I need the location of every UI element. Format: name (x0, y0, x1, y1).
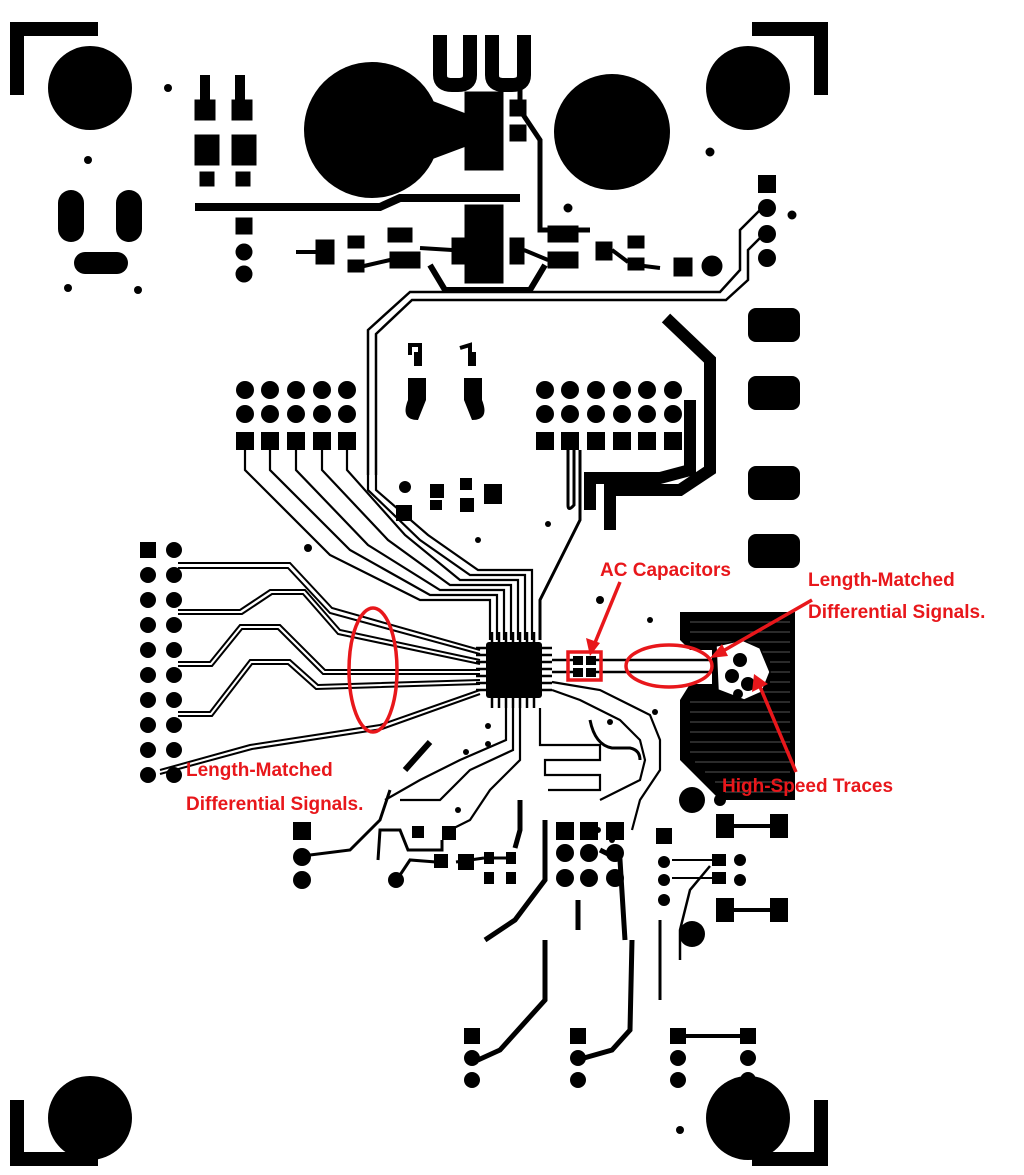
pad (627, 235, 645, 249)
via (563, 203, 573, 213)
via (134, 286, 142, 294)
lower-components (293, 596, 788, 1134)
right-diff-ellipse (624, 643, 714, 689)
trace (485, 35, 531, 92)
via (787, 210, 797, 220)
trace (195, 194, 520, 211)
pad (758, 199, 776, 217)
pad (347, 259, 365, 273)
pad (235, 265, 253, 283)
trace (433, 35, 477, 92)
pad (509, 124, 527, 142)
right-diff-label-line1: Length-Matched (808, 570, 955, 591)
pad (231, 134, 257, 166)
pad (748, 466, 800, 500)
annotation-overlays (347, 581, 813, 773)
ac-capacitor-pads (573, 656, 596, 677)
pad (194, 134, 220, 166)
trace (427, 263, 548, 293)
pad (235, 171, 251, 187)
corner-mark-top-right (752, 22, 828, 95)
corner-mark-bottom-right (752, 1100, 828, 1166)
pad (235, 243, 253, 261)
routing-traces (366, 209, 763, 530)
pad (199, 171, 215, 187)
center-components (304, 352, 551, 552)
pad (673, 257, 693, 277)
pad (447, 117, 465, 141)
arrow-high-speed (756, 681, 798, 773)
pad (451, 237, 467, 265)
pad (116, 190, 142, 242)
pad (758, 225, 776, 243)
trace (296, 246, 661, 270)
trace (200, 75, 245, 100)
top-components (194, 35, 797, 293)
mounting-holes (48, 46, 790, 1160)
pad (74, 252, 128, 274)
via (84, 156, 92, 164)
pad (315, 239, 335, 265)
arrow-ac (590, 581, 622, 651)
high-speed-copper-pour (680, 612, 795, 800)
arrow-right-diff (715, 598, 813, 657)
pad (547, 251, 579, 269)
large-pad (304, 62, 440, 198)
right-header (748, 175, 800, 568)
pad (627, 257, 645, 271)
arrow-heads (586, 638, 768, 692)
left-connector (140, 542, 182, 783)
inductor (464, 91, 504, 171)
left-diff-label-line1: Length-Matched (186, 760, 333, 781)
pad (595, 241, 613, 261)
pad (748, 376, 800, 410)
mounting-hole (48, 46, 132, 130)
via (164, 84, 172, 92)
pad (387, 227, 413, 243)
left-header-grid (236, 381, 356, 450)
large-pad (554, 74, 670, 190)
ac-capacitor-box (566, 650, 603, 682)
pad (231, 99, 253, 121)
mounting-hole (48, 1076, 132, 1160)
pad (758, 249, 776, 267)
left-diff-ellipse (347, 606, 399, 734)
pad (347, 235, 365, 249)
pad (235, 217, 253, 235)
high-speed-traces-label: High-Speed Traces (722, 776, 893, 797)
pad (509, 237, 525, 265)
via (64, 284, 72, 292)
left-diff-label-line2: Differential Signals. (186, 794, 363, 815)
mounting-hole (706, 46, 790, 130)
pad (758, 175, 776, 193)
pad (748, 534, 800, 568)
mounting-hole (706, 1076, 790, 1160)
central-ic (476, 632, 552, 708)
pad (389, 251, 421, 269)
via (705, 147, 715, 157)
pad (194, 99, 216, 121)
right-diff-label-line2: Differential Signals. (808, 602, 985, 623)
right-header-grid (536, 381, 682, 450)
ac-capacitors-label: AC Capacitors (600, 560, 731, 581)
power-jack-pads (58, 84, 172, 294)
pad (701, 255, 723, 277)
pad (748, 308, 800, 342)
corner-mark-top-left (10, 22, 98, 95)
pad (547, 225, 579, 243)
left-differential-pairs (159, 562, 481, 775)
pad (58, 190, 84, 242)
ic-fanout-traces (243, 450, 582, 640)
inductor (464, 204, 504, 284)
